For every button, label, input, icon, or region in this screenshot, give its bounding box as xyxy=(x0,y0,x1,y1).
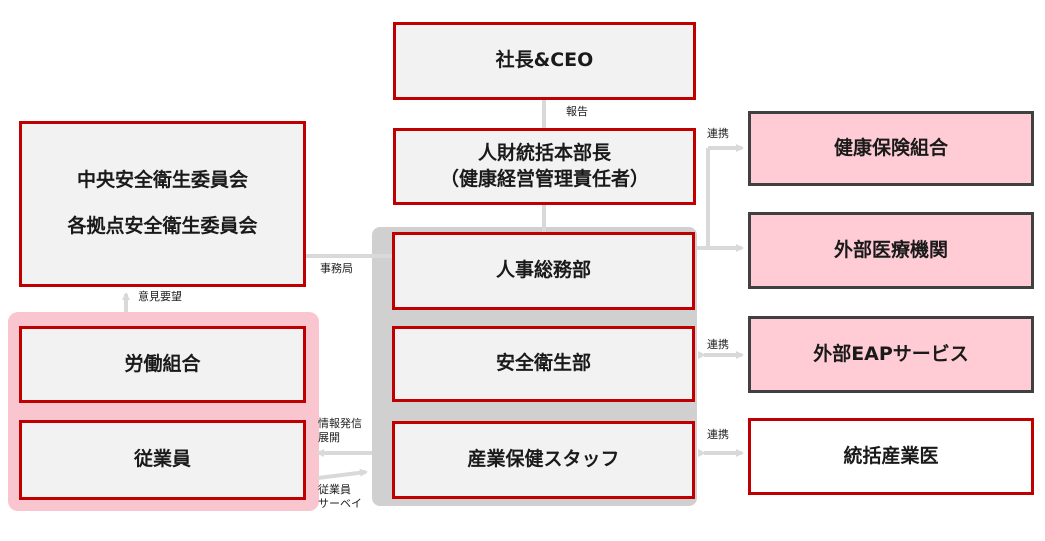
health-insurance-box: 健康保険組合 xyxy=(748,111,1034,186)
employees-label: 従業員 xyxy=(133,448,191,471)
committee-line2: 各拠点安全衛生委員会 xyxy=(67,215,258,237)
general-affairs-label: 人事総務部 xyxy=(495,259,591,282)
coop-label-2: 連携 xyxy=(707,338,729,351)
chief-physician-label: 統括産業医 xyxy=(843,444,939,467)
secretariat-label: 事務局 xyxy=(320,262,353,275)
health-insurance-label: 健康保険組合 xyxy=(833,136,948,159)
survey-label-line1: 従業員 xyxy=(318,483,351,496)
general-affairs-box: 人事総務部 xyxy=(392,232,695,310)
external-medical-label: 外部医療機関 xyxy=(833,238,948,261)
survey-arrow xyxy=(317,468,368,480)
survey-label-line2: サーベイ xyxy=(318,497,362,510)
info-label-line1: 情報発信 xyxy=(318,417,362,430)
health-staff-box: 産業保健スタッフ xyxy=(392,421,695,499)
hr-head-box: 人財統括本部長 （健康経営管理責任者） xyxy=(393,128,696,205)
hr-head-line1: 人財統括本部長 xyxy=(477,141,611,164)
committee-box: 中央安全衛生委員会 各拠点安全衛生委員会 xyxy=(19,121,306,287)
info-label-line2: 展開 xyxy=(318,431,340,444)
chief-physician-box: 統括産業医 xyxy=(748,418,1034,495)
external-eap-label: 外部EAPサービス xyxy=(813,342,969,365)
safety-health-label: 安全衛生部 xyxy=(495,352,591,375)
health-staff-label: 産業保健スタッフ xyxy=(467,448,620,471)
hr-head-line2: （健康経営管理責任者） xyxy=(439,167,649,190)
ceo-box: 社長&CEO xyxy=(393,22,696,100)
labor-union-box: 労働組合 xyxy=(19,326,306,403)
external-medical-box: 外部医療機関 xyxy=(748,212,1034,289)
opinion-label: 意見要望 xyxy=(138,290,182,303)
labor-union-label: 労働組合 xyxy=(124,352,201,375)
coop-label-3: 連携 xyxy=(707,428,729,441)
safety-health-box: 安全衛生部 xyxy=(392,326,695,402)
report-label: 報告 xyxy=(566,105,588,118)
committee-line1: 中央安全衛生委員会 xyxy=(76,169,248,192)
coop-label-1: 連携 xyxy=(707,127,729,140)
ceo-label: 社長&CEO xyxy=(495,49,594,72)
employees-box: 従業員 xyxy=(19,420,306,500)
external-eap-box: 外部EAPサービス xyxy=(748,316,1034,393)
